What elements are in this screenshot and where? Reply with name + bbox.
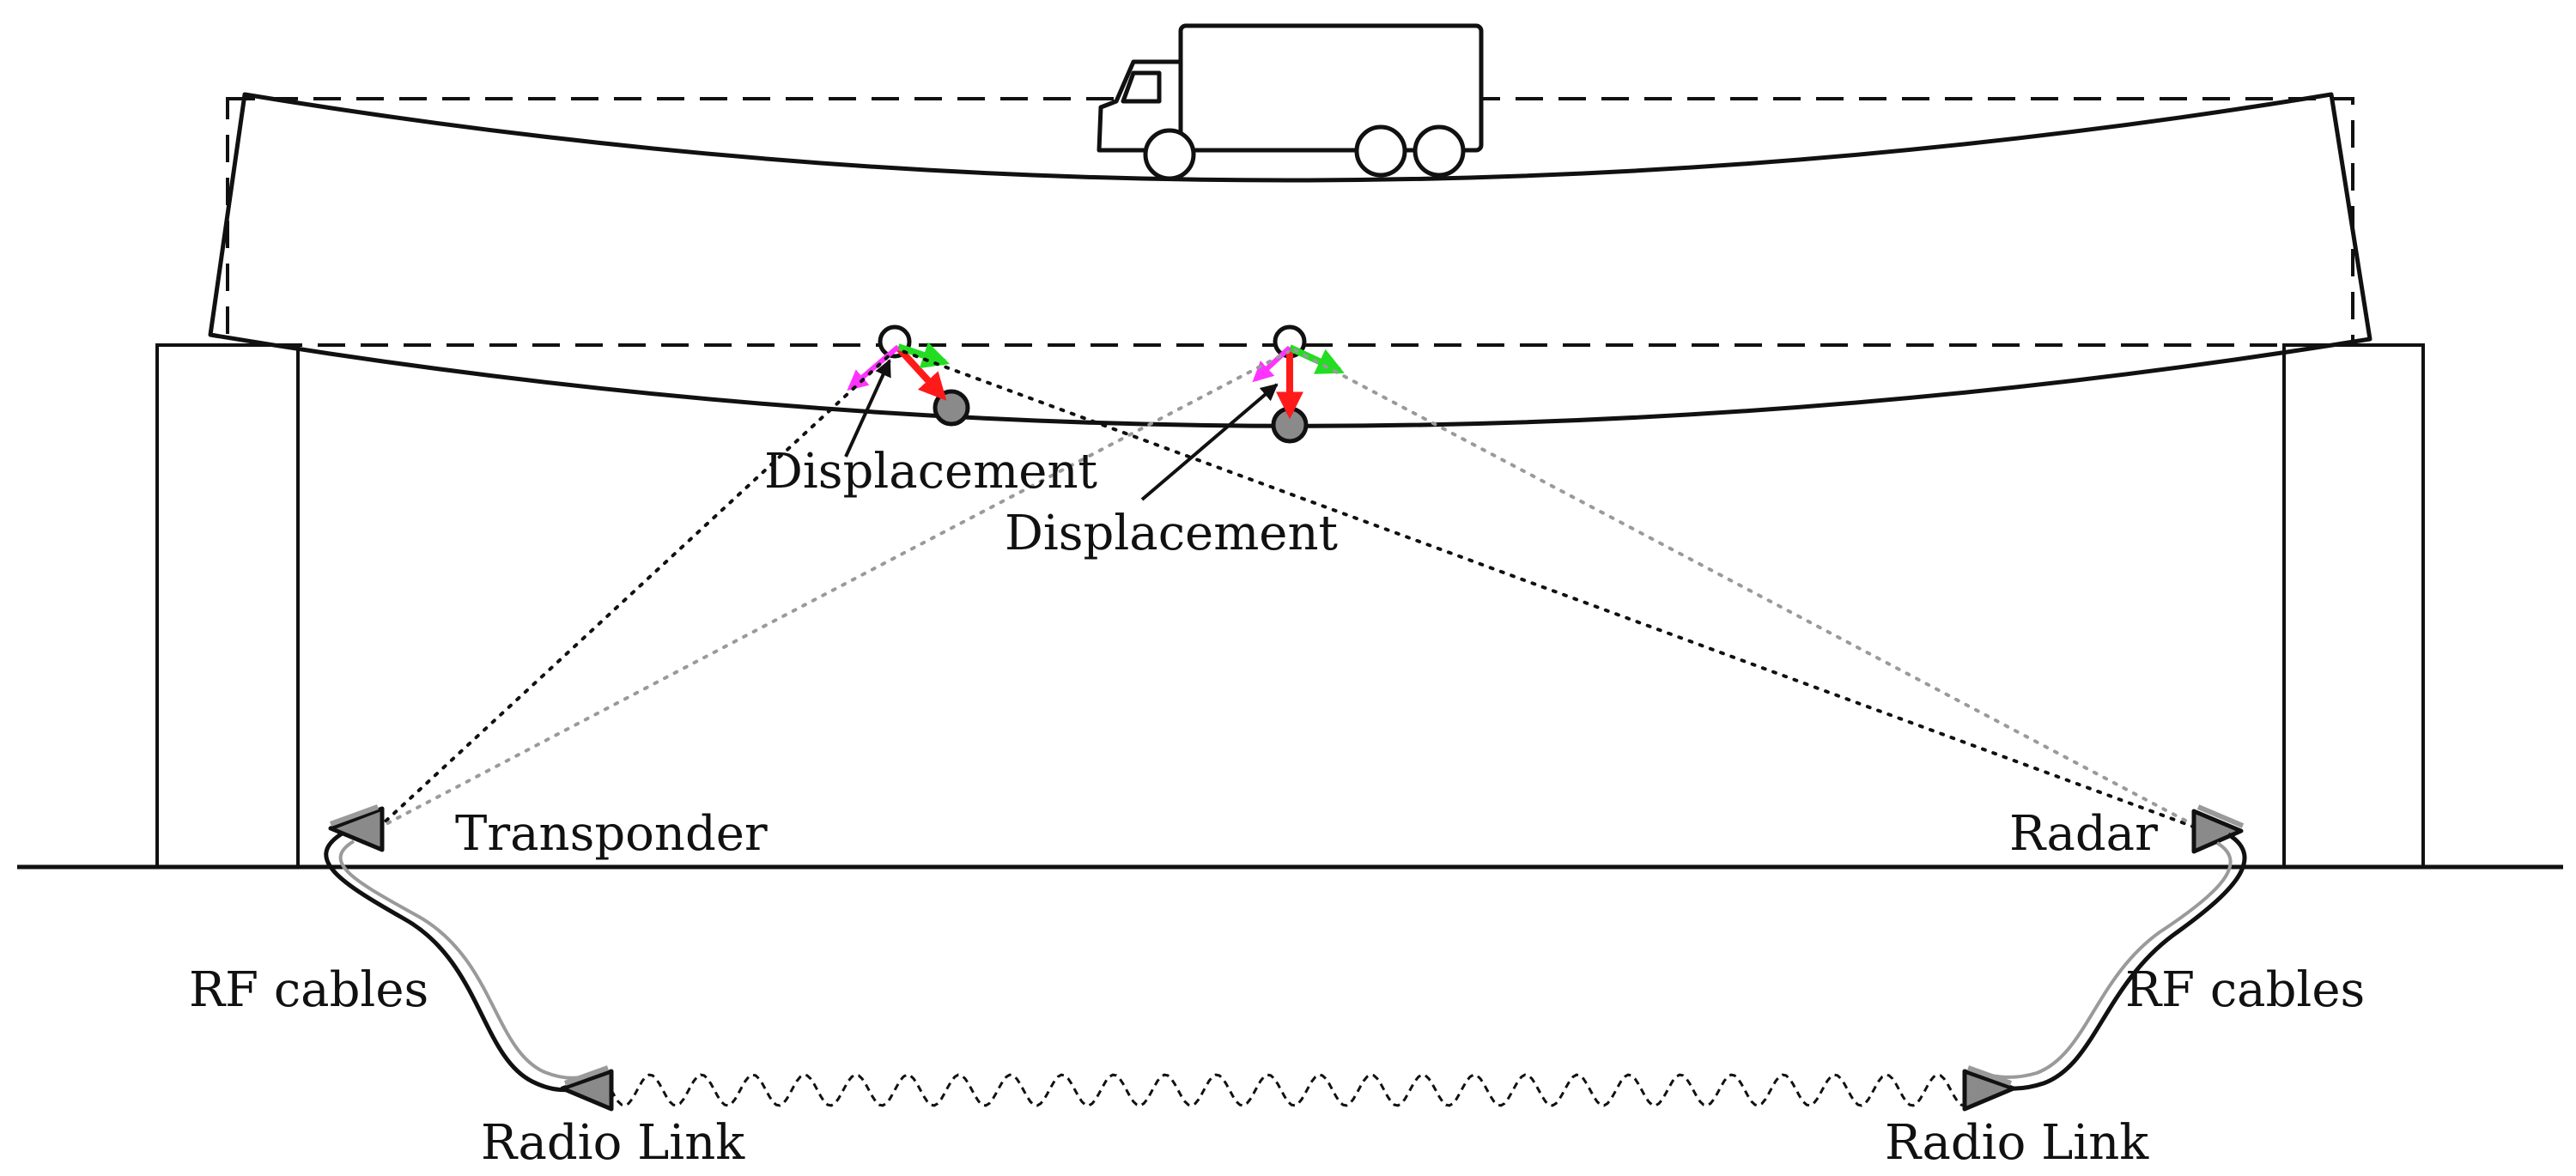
left-abutment	[155, 343, 300, 869]
rf-cables-label-left: RF cables	[189, 962, 428, 1018]
radar-icon	[2191, 804, 2245, 854]
leader-left-displacement	[844, 359, 891, 458]
leader-center-displacement	[1140, 383, 1279, 501]
green-component-arrow-left	[896, 342, 951, 369]
sightline-radar-left-target	[898, 349, 2207, 833]
magenta-component-arrow-left	[847, 344, 900, 391]
rf-cable-right-dark	[1983, 832, 2247, 1091]
rf-cable-right-light	[1978, 841, 2233, 1079]
radar-label: Radar	[2009, 806, 2158, 862]
sightline-radar-center-target	[1293, 349, 2207, 833]
radio-link-icon	[560, 1065, 614, 1112]
sightline-transponder-left-target	[376, 350, 895, 830]
radio-link-label-right: Radio Link	[1885, 1115, 2149, 1171]
sightline-transponder-center-target	[376, 350, 1290, 830]
magenta-component-arrow-center	[1252, 345, 1292, 383]
radio-link-wave	[610, 1073, 1965, 1107]
displacement-label-center: Displacement	[1005, 506, 1339, 561]
transponder-label: Transponder	[455, 806, 768, 862]
truck-icon	[1097, 23, 1484, 181]
rf-cables-label-right: RF cables	[2125, 962, 2365, 1018]
rf-cable-left-dark	[324, 830, 593, 1093]
rf-cable-left-light	[338, 840, 598, 1080]
transponder-icon	[328, 804, 385, 852]
displacement-arrow-icon	[896, 345, 947, 401]
radio-link-label-left: Radio Link	[481, 1115, 745, 1171]
deformed-deck	[208, 92, 2372, 428]
radio-link-right-icon	[1962, 1065, 2016, 1112]
right-abutment	[2282, 343, 2425, 869]
displacement-label-left: Displacement	[764, 444, 1098, 500]
